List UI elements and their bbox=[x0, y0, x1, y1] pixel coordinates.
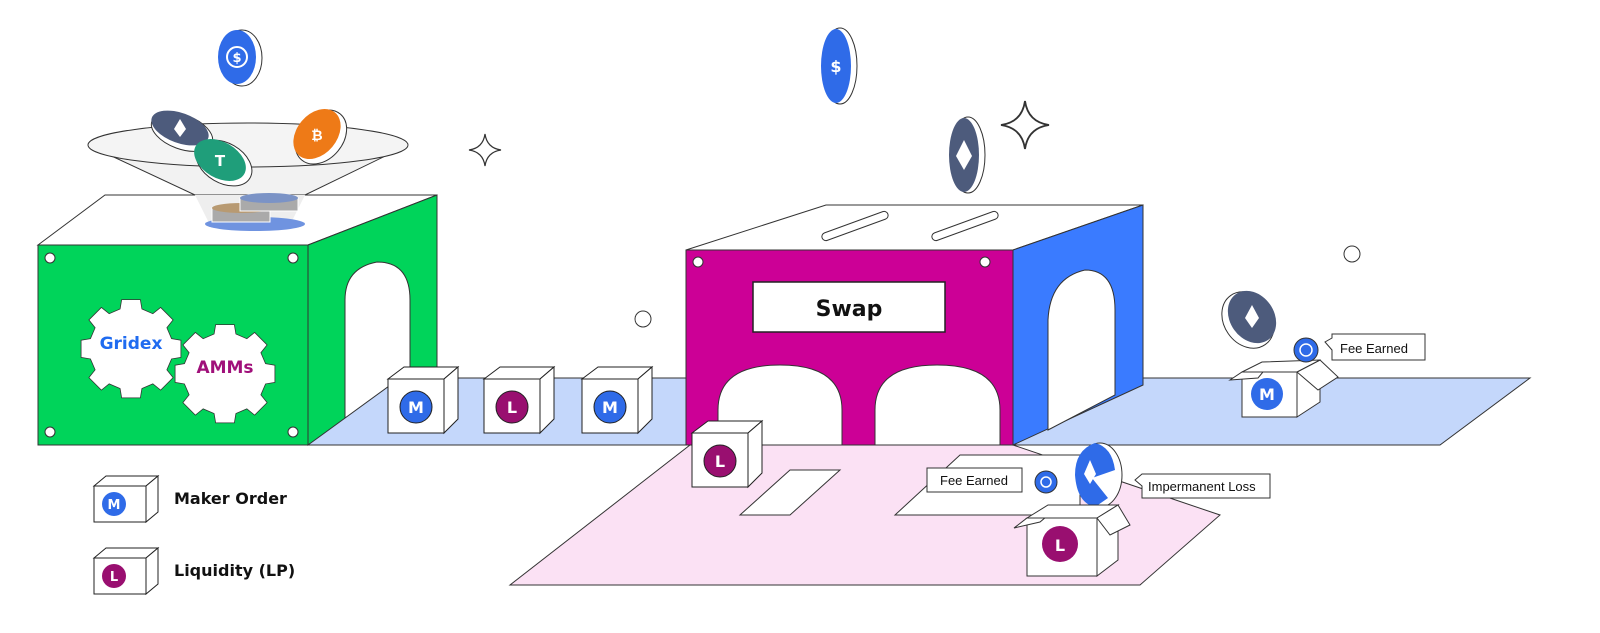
ramp bbox=[738, 469, 842, 516]
maker-order-cube: M bbox=[387, 366, 459, 434]
liquidity-open-box: Fee Earned Impermanent Loss L bbox=[926, 442, 1271, 578]
ethereum-coin-icon bbox=[949, 116, 986, 194]
legend: M Maker Order L Liquidity (LP) bbox=[92, 474, 295, 596]
fee-earned-label: Fee Earned bbox=[940, 473, 1008, 488]
legend-label: Maker Order bbox=[174, 489, 287, 508]
swap-label: Swap bbox=[816, 297, 883, 322]
liquidity-cube: L bbox=[483, 366, 555, 434]
gear-label-gridex: Gridex bbox=[100, 334, 163, 354]
decor-circle bbox=[634, 310, 652, 328]
decor-circle bbox=[1343, 245, 1361, 263]
tether-coin-icon: T bbox=[194, 139, 253, 187]
svg-text:M: M bbox=[602, 398, 618, 417]
broken-coin-icon bbox=[1075, 442, 1123, 508]
swap-box: Swap bbox=[685, 204, 1144, 446]
usdc-coin-icon bbox=[1293, 337, 1319, 363]
svg-text:L: L bbox=[110, 570, 118, 585]
usdc-coin-icon: $ bbox=[821, 27, 858, 105]
svg-text:$: $ bbox=[830, 57, 841, 76]
callout-impermanent-loss bbox=[1134, 473, 1271, 499]
legend-label: Liquidity (LP) bbox=[174, 561, 295, 580]
sparkle-icon bbox=[1000, 100, 1050, 150]
funnel: ₿ T bbox=[87, 108, 409, 196]
callout-fee-earned bbox=[926, 467, 1023, 493]
callout-fee-earned bbox=[1324, 333, 1426, 361]
fee-earned-label: Fee Earned bbox=[1340, 341, 1408, 356]
svg-text:L: L bbox=[1055, 536, 1065, 555]
legend-item-liquidity: L Liquidity (LP) bbox=[92, 546, 295, 596]
usdc-coin-icon: $ bbox=[218, 29, 263, 87]
svg-text:₿: ₿ bbox=[311, 128, 322, 144]
ethereum-coin-icon bbox=[1221, 290, 1277, 349]
usdc-coin-icon bbox=[1034, 470, 1058, 494]
liquidity-cube: L bbox=[691, 420, 763, 488]
svg-text:L: L bbox=[715, 452, 725, 471]
svg-text:M: M bbox=[108, 498, 121, 513]
bitcoin-coin-icon: ₿ bbox=[293, 108, 348, 165]
svg-text:L: L bbox=[507, 398, 517, 417]
legend-item-maker-order: M Maker Order bbox=[92, 474, 287, 524]
maker-order-cube: M bbox=[581, 366, 653, 434]
gear-label-amms: AMMs bbox=[196, 358, 253, 378]
gridex-amm-box: Gridex AMMs bbox=[36, 193, 438, 446]
sparkle-icon bbox=[468, 133, 502, 167]
svg-text:$: $ bbox=[232, 51, 241, 66]
svg-text:M: M bbox=[408, 398, 424, 417]
svg-text:T: T bbox=[215, 152, 226, 170]
svg-text:M: M bbox=[1259, 385, 1275, 404]
maker-order-open-box: M Fee Earned bbox=[1221, 290, 1426, 418]
swap-sign bbox=[752, 281, 946, 333]
impermanent-loss-label: Impermanent Loss bbox=[1148, 479, 1256, 494]
